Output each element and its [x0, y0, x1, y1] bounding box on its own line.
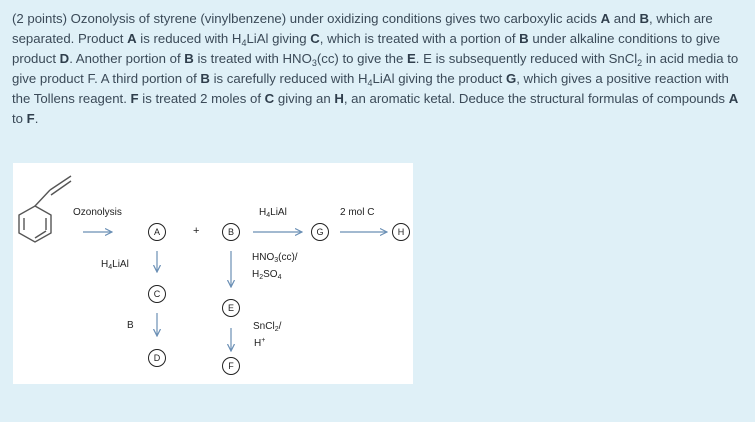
compound-f: F	[222, 357, 240, 375]
question-text: (2 points) Ozonolysis of styrene (vinylb…	[12, 11, 739, 126]
reagent-b-label: B	[127, 320, 134, 331]
reagent-h-plus: H+	[254, 337, 266, 349]
scheme-drawing	[18, 175, 413, 384]
two-mol-c-label: 2 mol C	[340, 207, 375, 218]
reagent-h2so4: H2SO4	[252, 269, 282, 281]
compound-d: D	[148, 349, 166, 367]
compound-h: H	[392, 223, 410, 241]
compound-g: G	[311, 223, 329, 241]
compound-e: E	[222, 299, 240, 317]
reagent-sncl2: SnCl2/	[253, 321, 282, 333]
compound-b: B	[222, 223, 240, 241]
compound-c: C	[148, 285, 166, 303]
compound-a: A	[148, 223, 166, 241]
arrows	[83, 232, 387, 351]
reagent-h4lial-left: H4LiAl	[101, 259, 129, 271]
reagent-h4lial-top: H4LiAl	[259, 207, 287, 219]
plus-sign: +	[193, 225, 200, 237]
ozonolysis-label: Ozonolysis	[73, 207, 122, 218]
reagent-hno3: HNO3(cc)/	[252, 252, 298, 264]
reaction-scheme: Ozonolysis + H4LiAl 2 mol C H4LiAl B HNO…	[13, 163, 413, 384]
styrene-structure	[18, 175, 72, 243]
